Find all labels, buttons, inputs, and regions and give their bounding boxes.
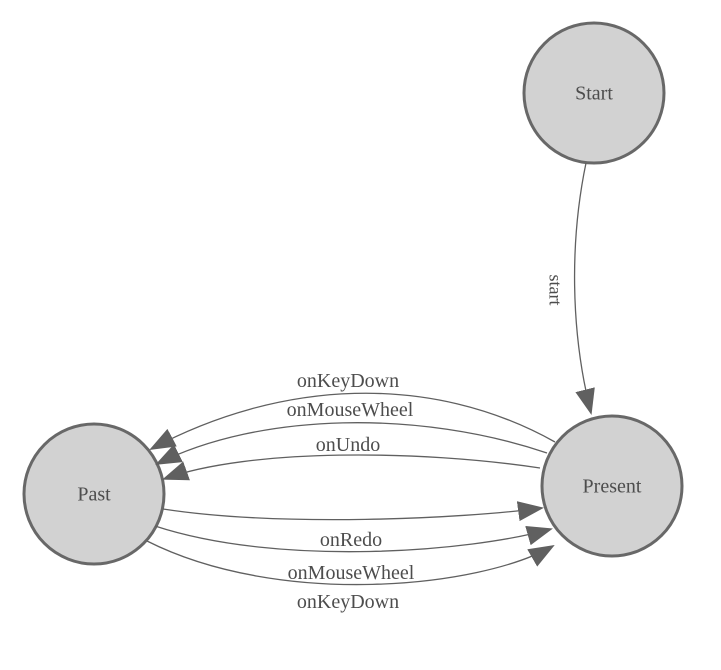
state-node-label-start: Start <box>575 83 613 105</box>
state-node-label-present: Present <box>583 476 642 498</box>
transition-label-past-to-present-onmousewheel: onMouseWheel <box>288 562 415 584</box>
transition-label-present-to-past-onkeydown: onKeyDown <box>297 370 399 392</box>
state-node-past[interactable] <box>22 422 166 566</box>
transition-edge-start-to-present[interactable] <box>573 162 595 415</box>
state-node-label-past: Past <box>77 484 111 506</box>
transition-edge-past-to-present-onredo[interactable] <box>162 501 544 522</box>
state-node-start[interactable] <box>522 21 666 165</box>
state-node-present[interactable] <box>540 414 684 558</box>
transition-edge-present-to-past-onkeydown[interactable] <box>149 392 556 450</box>
transition-edge-present-to-past-onundo[interactable] <box>162 454 541 481</box>
transition-edge-present-to-past-onmousewheel[interactable] <box>155 422 548 465</box>
transition-label-start-to-present: start <box>546 275 566 306</box>
transition-edge-past-to-present-onmousewheel[interactable] <box>154 525 553 553</box>
transition-label-past-to-present-onkeydown: onKeyDown <box>297 591 399 613</box>
transition-label-past-to-present-onredo: onRedo <box>320 529 382 551</box>
transition-edge-past-to-present-onkeydown[interactable] <box>146 540 555 586</box>
transition-label-present-to-past-onundo: onUndo <box>316 434 380 456</box>
transition-label-present-to-past-onmousewheel: onMouseWheel <box>287 399 414 421</box>
